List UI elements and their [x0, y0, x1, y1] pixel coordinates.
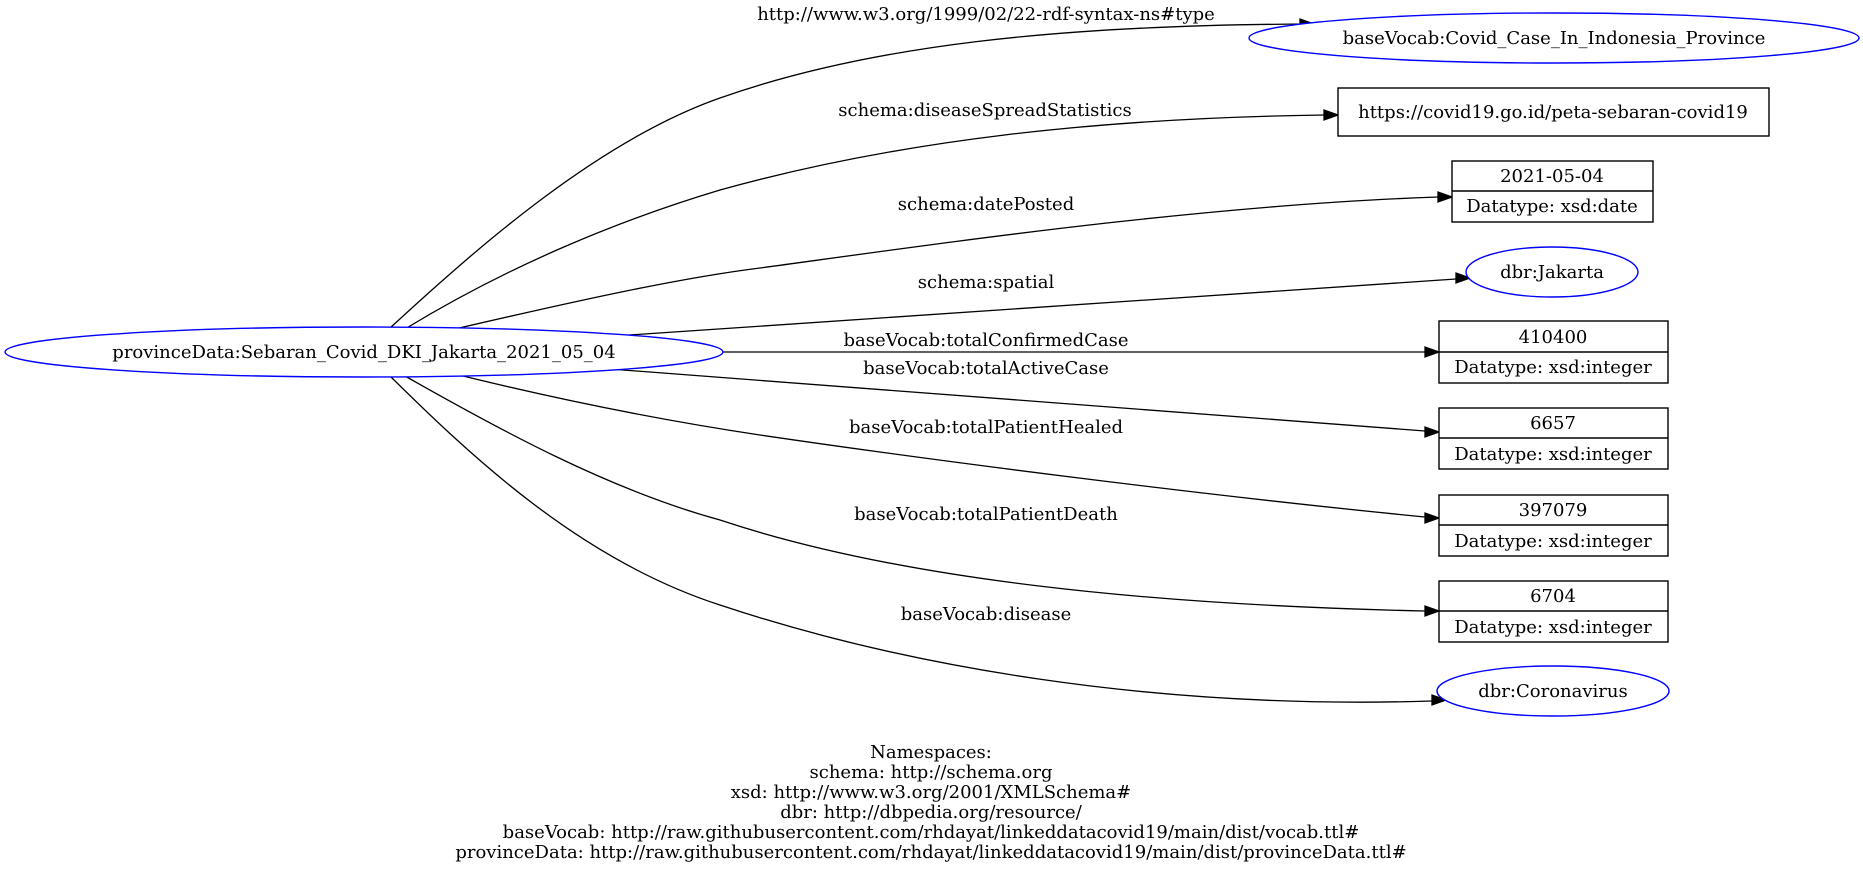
edge-label-disease-spread-statistics: schema:diseaseSpreadStatistics: [838, 100, 1131, 121]
target-node-jakarta-label: dbr:Jakarta: [1500, 262, 1604, 283]
target-node-covid-case-class-label: baseVocab:Covid_Case_In_Indonesia_Provin…: [1343, 28, 1766, 49]
target-node-coronavirus-label: dbr:Coronavirus: [1478, 681, 1627, 702]
edge-total-patient-death: baseVocab:totalPatientDeath: [404, 375, 1441, 617]
target-node-total-patient-death-datatype: Datatype: xsd:integer: [1454, 617, 1652, 638]
target-node-total-confirmed-case-datatype: Datatype: xsd:integer: [1454, 357, 1652, 378]
edge-total-confirmed-case: baseVocab:totalConfirmedCase: [722, 330, 1441, 358]
edge-disease: baseVocab:disease: [389, 375, 1448, 706]
edge-total-patient-healed: baseVocab:totalPatientHealed: [454, 373, 1441, 524]
target-node-disease-spread-url-label: https://covid19.go.id/peta-sebaran-covid…: [1358, 102, 1748, 123]
target-node-covid-case-class-shape: [1248, 12, 1860, 64]
edge-total-active-case: baseVocab:totalActiveCase: [609, 358, 1441, 438]
target-node-date-posted-value: 2021-05-04: [1500, 166, 1604, 187]
namespace-line-xsd: xsd: http://www.w3.org/2001/XMLSchema#: [731, 782, 1132, 803]
target-node-disease-spread-url-box: [1337, 87, 1770, 137]
namespace-line-provincedata: provinceData: http://raw.githubuserconte…: [455, 842, 1406, 863]
edge-disease-spread-statistics: schema:diseaseSpreadStatistics: [404, 100, 1340, 330]
edge-spatial: schema:spatial: [614, 272, 1472, 337]
target-node-coronavirus-shape: [1436, 665, 1670, 717]
namespaces-heading: Namespaces:: [870, 742, 992, 763]
target-node-total-confirmed-case[interactable]: 410400 Datatype: xsd:integer: [1438, 320, 1669, 384]
edge-label-date-posted: schema:datePosted: [898, 194, 1074, 215]
target-node-total-active-case-datatype: Datatype: xsd:integer: [1454, 444, 1652, 465]
target-node-total-patient-healed-value: 397079: [1519, 500, 1588, 521]
edge-label-total-patient-death: baseVocab:totalPatientDeath: [854, 504, 1118, 525]
subject-node[interactable]: provinceData:Sebaran_Covid_DKI_Jakarta_2…: [4, 326, 724, 378]
namespace-line-dbr: dbr: http://dbpedia.org/resource/: [780, 802, 1082, 823]
edge-date-posted: schema:datePosted: [454, 191, 1454, 330]
namespaces-legend: Namespaces: schema: http://schema.org xs…: [455, 742, 1406, 863]
target-node-total-active-case[interactable]: 6657 Datatype: xsd:integer: [1438, 407, 1669, 470]
target-node-date-posted[interactable]: 2021-05-04 Datatype: xsd:date: [1451, 160, 1654, 223]
target-node-total-patient-healed[interactable]: 397079 Datatype: xsd:integer: [1438, 494, 1669, 557]
edge-label-total-confirmed-case: baseVocab:totalConfirmedCase: [844, 330, 1129, 351]
target-node-total-confirmed-case-value: 410400: [1519, 327, 1588, 348]
edge-label-total-active-case: baseVocab:totalActiveCase: [863, 358, 1109, 379]
edge-label-total-patient-healed: baseVocab:totalPatientHealed: [849, 417, 1123, 438]
namespace-line-basevocab: baseVocab: http://raw.githubusercontent.…: [503, 822, 1360, 843]
edge-label-spatial: schema:spatial: [918, 272, 1055, 293]
edge-rdf-type: http://www.w3.org/1999/02/22-rdf-syntax-…: [389, 4, 1316, 329]
subject-node-shape: [4, 326, 724, 378]
target-node-covid-case-class[interactable]: baseVocab:Covid_Case_In_Indonesia_Provin…: [1248, 12, 1860, 64]
target-node-jakarta-shape: [1465, 246, 1639, 298]
edge-label-disease: baseVocab:disease: [901, 604, 1072, 625]
target-node-date-posted-datatype: Datatype: xsd:date: [1466, 196, 1638, 217]
subject-node-label: provinceData:Sebaran_Covid_DKI_Jakarta_2…: [112, 342, 615, 363]
namespace-line-schema: schema: http://schema.org: [810, 762, 1053, 783]
target-node-disease-spread-url[interactable]: https://covid19.go.id/peta-sebaran-covid…: [1337, 87, 1770, 137]
target-node-total-patient-death[interactable]: 6704 Datatype: xsd:integer: [1438, 580, 1669, 643]
edge-label-rdf-type: http://www.w3.org/1999/02/22-rdf-syntax-…: [757, 4, 1215, 25]
target-node-coronavirus[interactable]: dbr:Coronavirus: [1436, 665, 1670, 717]
target-node-total-active-case-value: 6657: [1530, 413, 1576, 434]
target-node-total-patient-healed-datatype: Datatype: xsd:integer: [1454, 531, 1652, 552]
target-node-total-patient-death-value: 6704: [1530, 586, 1576, 607]
target-node-jakarta[interactable]: dbr:Jakarta: [1465, 246, 1639, 298]
